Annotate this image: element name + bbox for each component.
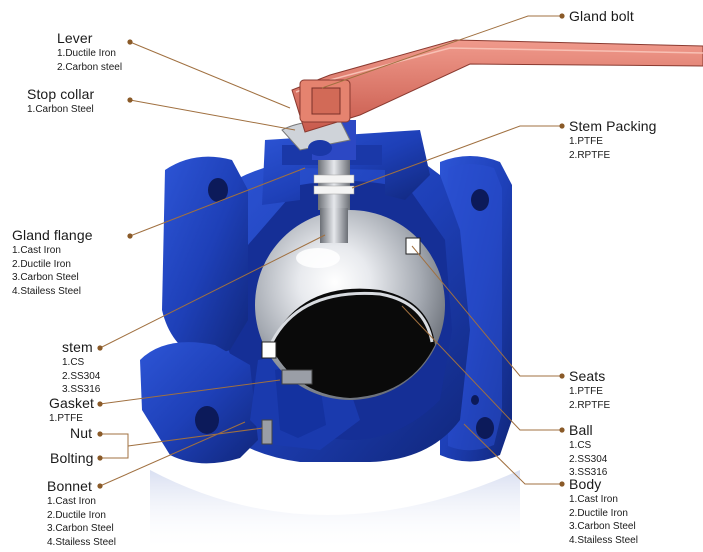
bonnet-item-1: 1.Cast Iron xyxy=(47,496,96,507)
ball-item-1: 1.CS xyxy=(569,440,592,451)
lever-item-1: 1.Ductile Iron xyxy=(57,48,116,59)
ball-item-2: 2.SS304 xyxy=(569,453,608,465)
seats-item-2: 2.RPTFE xyxy=(569,399,611,411)
seats-title: Seats xyxy=(569,368,606,384)
gasket-item-1: 1.PTFE xyxy=(49,413,83,424)
leader-stem xyxy=(99,234,326,349)
label-gland-bolt: Gland bolt xyxy=(569,9,634,23)
label-stem-packing: Stem Packing 1.PTFE 2.RPTFE xyxy=(569,119,657,161)
label-seats: Seats 1.PTFE 2.RPTFE xyxy=(569,369,610,411)
stem-item-2: 2.SS304 xyxy=(62,370,101,382)
leader-gland-bolt xyxy=(321,15,562,89)
leader-nut-bolting xyxy=(100,433,129,459)
stem-item-1: 1.CS xyxy=(62,357,85,368)
leader-dots xyxy=(97,13,565,489)
lever-title: Lever xyxy=(57,30,93,46)
gland-flange-item-2: 2.Ductile Iron xyxy=(12,258,71,270)
gland-flange-title: Gland flange xyxy=(12,227,93,243)
seats xyxy=(261,237,421,359)
leader-bolting xyxy=(127,427,264,447)
label-ball: Ball 1.CS 2.SS304 3.SS316 xyxy=(569,423,607,479)
leader-bonnet xyxy=(99,421,246,487)
gasket-title: Gasket xyxy=(49,395,94,411)
label-bonnet: Bonnet 1.Cast Iron 2.Ductile Iron 3.Carb… xyxy=(47,479,116,548)
nut-title: Nut xyxy=(70,425,93,441)
stop-collar-title: Stop collar xyxy=(27,86,95,102)
body-title: Body xyxy=(569,476,602,492)
leader-stop-collar xyxy=(129,99,296,131)
bonnet-item-2: 2.Ductile Iron xyxy=(47,509,106,521)
bonnet-item-3: 3.Carbon Steel xyxy=(47,523,114,534)
label-stem: stem 1.CS 2.SS304 3.SS316 xyxy=(62,340,100,396)
label-gasket: Gasket 1.PTFE xyxy=(49,396,94,425)
label-gland-flange: Gland flange 1.Cast Iron 2.Ductile Iron … xyxy=(12,228,93,297)
leader-stem-packing xyxy=(351,125,562,189)
leader-ball xyxy=(401,305,562,431)
label-body: Body 1.Cast Iron 2.Ductile Iron 3.Carbon… xyxy=(569,477,638,546)
label-lever: Lever 1.Ductile Iron 2.Carbon steel xyxy=(57,31,122,73)
body-item-2: 2.Ductile Iron xyxy=(569,507,628,519)
ball-title: Ball xyxy=(569,422,593,438)
body-item-1: 1.Cast Iron xyxy=(569,494,618,505)
leader-seats xyxy=(411,245,562,377)
leader-gasket xyxy=(99,379,281,405)
body-item-3: 3.Carbon Steel xyxy=(569,521,636,532)
leader-gland-flange xyxy=(129,167,306,237)
stop-collar-item-1: 1.Carbon Steel xyxy=(27,104,94,115)
gland-flange-item-3: 3.Carbon Steel xyxy=(12,272,79,283)
stem-packing-item-1: 1.PTFE xyxy=(569,136,603,147)
bolting-title: Bolting xyxy=(50,450,94,466)
gland-bolt-title: Gland bolt xyxy=(569,8,634,24)
leader-lines xyxy=(99,15,562,487)
bonnet-item-4: 4.Stailess Steel xyxy=(47,536,116,548)
gland-flange-item-1: 1.Cast Iron xyxy=(12,245,61,256)
nut-and-bolting xyxy=(261,369,313,445)
bonnet-title: Bonnet xyxy=(47,478,92,494)
stem-item-3: 3.SS316 xyxy=(62,384,101,395)
body-item-4: 4.Stailess Steel xyxy=(569,534,638,546)
stem-packing-item-2: 2.RPTFE xyxy=(569,149,611,161)
label-nut: Nut xyxy=(70,426,92,440)
stem-title: stem xyxy=(62,339,93,355)
ball-item-3: 3.SS316 xyxy=(569,467,608,478)
seats-item-1: 1.PTFE xyxy=(569,386,603,397)
leader-lever xyxy=(129,41,291,109)
lever-item-2: 2.Carbon steel xyxy=(57,61,123,73)
leader-body xyxy=(463,423,562,485)
label-bolting: Bolting xyxy=(50,451,94,465)
label-stop-collar: Stop collar 1.Carbon Steel xyxy=(27,87,94,116)
valve-body-left-flange xyxy=(140,156,258,464)
stem-packing-title: Stem Packing xyxy=(569,118,657,134)
gland-flange-item-4: 4.Stailess Steel xyxy=(12,285,81,297)
floor-reflection xyxy=(150,470,520,552)
